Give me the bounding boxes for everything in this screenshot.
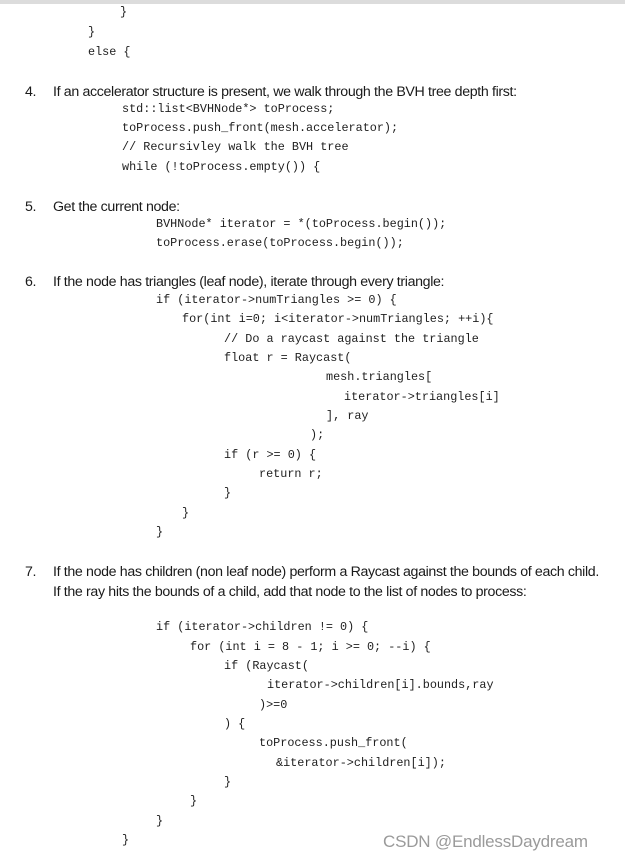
code-line: } [156, 814, 164, 828]
code-line: iterator->triangles[i] [344, 390, 500, 404]
step-4: 4. If an accelerator structure is present… [25, 83, 600, 103]
step-number: 5. [25, 199, 37, 215]
code-line: } [122, 833, 130, 847]
code-line: for(int i=0; i<iterator->numTriangles; +… [182, 312, 494, 326]
step-text: If the node has triangles (leaf node), i… [53, 274, 445, 290]
code-line: while (!toProcess.empty()) { [122, 160, 321, 174]
code-line: float r = Raycast( [224, 351, 352, 365]
step-number: 6. [25, 274, 37, 290]
code-line: std::list<BVHNode*> toProcess; [122, 102, 335, 116]
code-line: } [182, 506, 190, 520]
code-line: if (r >= 0) { [224, 448, 317, 462]
code-line: if (iterator->numTriangles >= 0) { [156, 293, 397, 307]
step-text: If the node has children (non leaf node)… [53, 564, 599, 600]
code-line: toProcess.push_front( [259, 736, 408, 750]
code-line: &iterator->children[i]); [276, 756, 446, 770]
code-line: // Do a raycast against the triangle [224, 332, 479, 346]
step-7: 7. If the node has children (non leaf nod… [25, 563, 600, 602]
code-line: )>=0 [259, 698, 288, 712]
step-text: Get the current node: [53, 199, 180, 215]
code-line: if (Raycast( [224, 659, 309, 673]
code-line: else { [88, 45, 131, 59]
top-divider-bar [0, 0, 625, 4]
code-line: ], ray [326, 409, 369, 423]
code-line: toProcess.erase(toProcess.begin()); [156, 236, 404, 250]
code-line: ); [310, 428, 325, 442]
watermark: CSDN @EndlessDaydream [383, 832, 588, 851]
code-line: BVHNode* iterator = *(toProcess.begin())… [156, 217, 447, 231]
code-line: for (int i = 8 - 1; i >= 0; --i) { [190, 640, 431, 654]
code-line: } [190, 794, 198, 808]
code-line: // Recursivley walk the BVH tree [122, 140, 349, 154]
code-line: } [156, 525, 164, 539]
step-6: 6. If the node has triangles (leaf node),… [25, 273, 600, 293]
code-line: iterator->children[i].bounds,ray [267, 678, 494, 692]
code-line: } [224, 486, 232, 500]
code-line: toProcess.push_front(mesh.accelerator); [122, 121, 399, 135]
code-line: return r; [259, 467, 323, 481]
code-line: ) { [224, 717, 246, 731]
code-line: if (iterator->children != 0) { [156, 620, 369, 634]
step-number: 7. [25, 564, 37, 580]
code-line: mesh.triangles[ [326, 370, 433, 384]
step-number: 4. [25, 84, 37, 100]
code-line: } [224, 775, 232, 789]
code-line: } [88, 25, 96, 39]
step-5: 5. Get the current node: [25, 198, 600, 218]
code-line: } [120, 5, 128, 19]
step-text: If an accelerator structure is present, … [53, 84, 517, 100]
